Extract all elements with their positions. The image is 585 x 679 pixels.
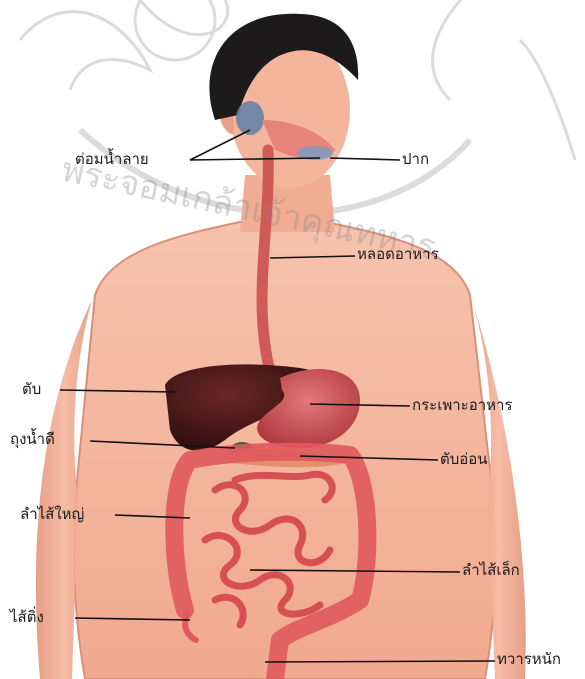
leader-mouth <box>330 158 400 160</box>
label-appendix: ไส้ติ่ง <box>10 610 44 625</box>
label-gallbladder: ถุงน้ำดี <box>10 432 55 447</box>
label-stomach: กระเพาะอาหาร <box>412 398 513 413</box>
label-anus: ทวารหนัก <box>497 652 561 667</box>
leader-anus <box>265 661 495 662</box>
salivary-gland-shape <box>236 101 264 135</box>
label-salivary-gland: ต่อมน้ำลาย <box>75 152 149 167</box>
label-mouth: ปาก <box>402 152 429 167</box>
label-small-intestine: ลำไส้เล็ก <box>462 563 520 578</box>
label-liver: ตับ <box>22 382 41 397</box>
label-large-intestine: ลำไส้ใหญ่ <box>20 507 84 522</box>
esophagus-tube <box>262 150 270 372</box>
label-pancreas: ตับอ่อน <box>440 452 488 467</box>
label-esophagus: หลอดอาหาร <box>357 247 439 262</box>
